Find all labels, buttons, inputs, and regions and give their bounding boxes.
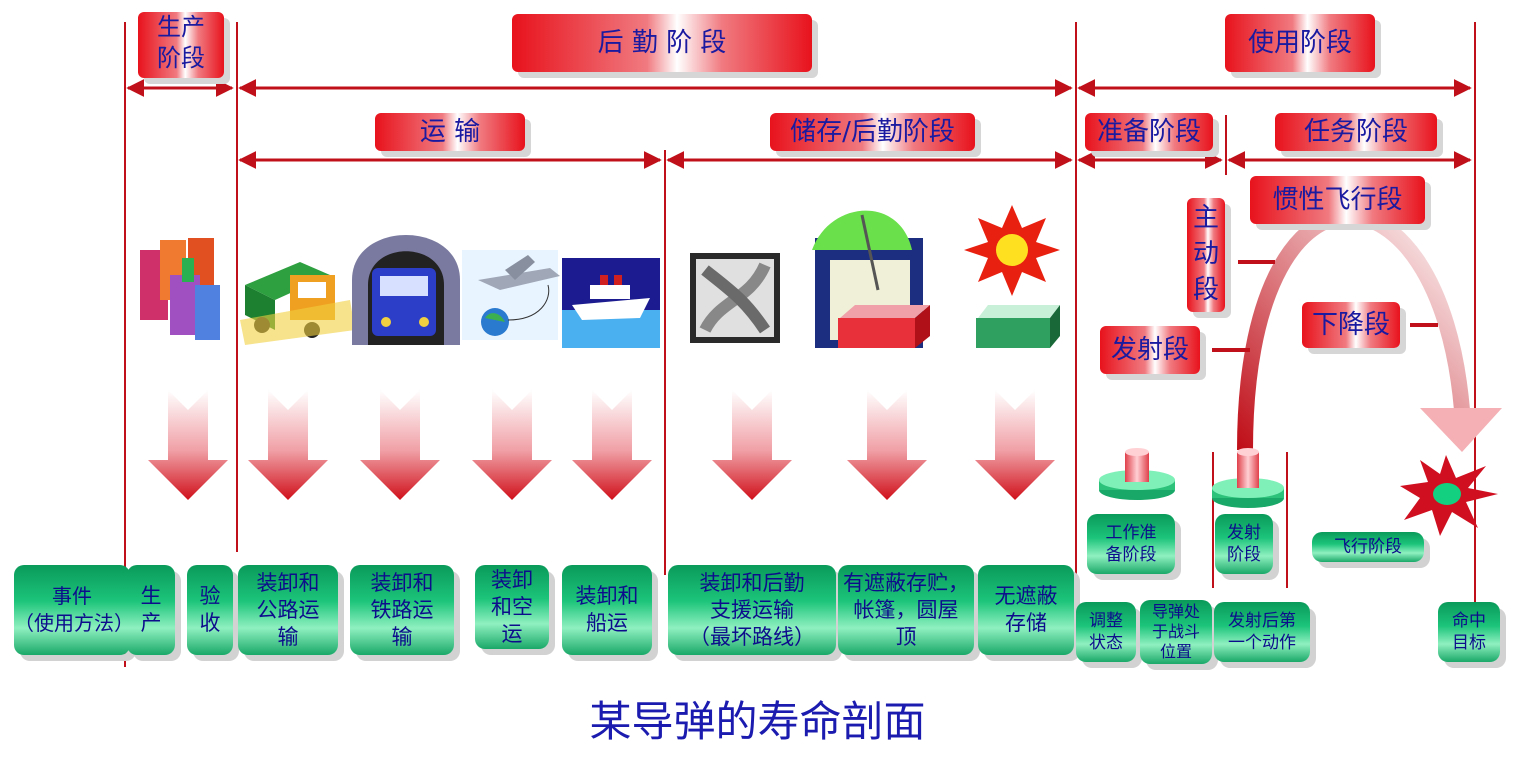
down-arrow-icon (248, 390, 328, 500)
launch-pad-icon (1099, 448, 1175, 500)
launch-pad-icon (1212, 448, 1284, 508)
divider-line (1286, 452, 1288, 588)
event-method-text: 事件 （使用方法） (14, 584, 134, 635)
explosion-target-icon (1400, 455, 1498, 536)
event-rail-box: 装卸和 铁路运 输 (350, 565, 454, 655)
down-arrow-icon (975, 390, 1055, 500)
road-junction-icon (690, 253, 780, 343)
airplane-icon (462, 250, 560, 340)
event-ship-box: 装卸和 船运 (562, 565, 652, 655)
event-rail-text: 装卸和 铁路运 输 (370, 570, 434, 649)
event-launch-phase-text: 发射 阶段 (1227, 523, 1261, 565)
phase-usage-label: 使用阶段 (1225, 14, 1375, 72)
event-combat-pos-text: 导弹处 于战斗 位置 (1151, 602, 1200, 661)
event-adjust-text: 调整 状态 (1089, 611, 1123, 653)
flight-launch-label: 发射段 (1100, 326, 1200, 374)
event-work-prep-box: 工作准 备阶段 (1087, 514, 1175, 574)
divider-line (1075, 22, 1077, 652)
event-support-box: 装卸和后勤 支援运输 （最坏路线） (668, 565, 836, 655)
event-air-box: 装卸 和空 运 (475, 565, 549, 649)
event-sheltered-box: 有遮蔽存贮， 帐篷，圆屋 顶 (838, 565, 974, 655)
event-launch-phase-box: 发射 阶段 (1215, 514, 1273, 574)
event-flight-phase-box: 飞行阶段 (1312, 532, 1424, 562)
down-arrow-icon (712, 390, 792, 500)
down-arrow-icon (472, 390, 552, 500)
flight-inertial-label: 惯性飞行段 (1250, 176, 1425, 224)
event-hit-target-text: 命中 目标 (1452, 611, 1486, 653)
event-combat-pos-box: 导弹处 于战斗 位置 (1140, 600, 1212, 664)
divider-line (236, 22, 238, 552)
subphase-prepare-label: 准备阶段 (1085, 113, 1213, 151)
down-arrow-icon (847, 390, 927, 500)
subphase-transport-label: 运 输 (375, 113, 525, 151)
divider-line (664, 150, 666, 575)
event-produce-text: 生 产 (140, 584, 162, 635)
down-arrow-icon (572, 390, 652, 500)
event-road-text: 装卸和 公路运 输 (256, 570, 320, 649)
phase-logistics-label: 后 勤 阶 段 (512, 14, 812, 72)
event-ship-text: 装卸和 船运 (575, 584, 639, 635)
event-hit-target-box: 命中 目标 (1438, 602, 1500, 662)
event-support-text: 装卸和后勤 支援运输 （最坏路线） (689, 570, 815, 649)
event-work-prep-text: 工作准 备阶段 (1105, 523, 1157, 565)
sun-icon (964, 205, 1060, 348)
divider-line (1474, 22, 1476, 602)
event-sheltered-text: 有遮蔽存贮， 帐篷，圆屋 顶 (843, 570, 969, 649)
event-road-box: 装卸和 公路运 输 (238, 565, 338, 655)
event-accept-text: 验 收 (199, 584, 221, 635)
flight-active-label: 主 动 段 (1187, 198, 1225, 312)
flight-descent-label: 下降段 (1302, 302, 1400, 348)
event-first-action-text: 发射后第 一个动作 (1228, 611, 1296, 653)
subphase-mission-label: 任务阶段 (1275, 113, 1437, 151)
truck-icon (240, 262, 355, 345)
divider-line (1225, 115, 1227, 175)
divider-line (1212, 452, 1214, 588)
event-unsheltered-text: 无遮蔽 存储 (994, 584, 1058, 635)
umbrella-shelter-icon (812, 210, 930, 348)
ship-icon (562, 258, 660, 348)
subphase-storage-label: 储存/后勤阶段 (770, 113, 975, 151)
down-arrow-icon (360, 390, 440, 500)
divider-line (124, 22, 126, 667)
event-produce-box: 生 产 (127, 565, 175, 655)
event-flight-phase-text: 飞行阶段 (1334, 537, 1402, 557)
event-unsheltered-box: 无遮蔽 存储 (978, 565, 1074, 655)
event-first-action-box: 发射后第 一个动作 (1214, 602, 1310, 662)
train-tunnel-icon (352, 235, 460, 345)
event-accept-box: 验 收 (187, 565, 233, 655)
event-adjust-box: 调整 状态 (1076, 602, 1136, 662)
trajectory-arrowhead (1420, 408, 1502, 452)
down-arrow-icon (148, 390, 228, 500)
buildings-icon (140, 238, 220, 340)
event-method-box: 事件 （使用方法） (14, 565, 134, 655)
phase-production-label: 生产 阶段 (138, 12, 224, 78)
event-air-text: 装卸 和空 运 (491, 567, 533, 646)
figure-title: 某导弹的寿命剖面 (589, 697, 926, 746)
